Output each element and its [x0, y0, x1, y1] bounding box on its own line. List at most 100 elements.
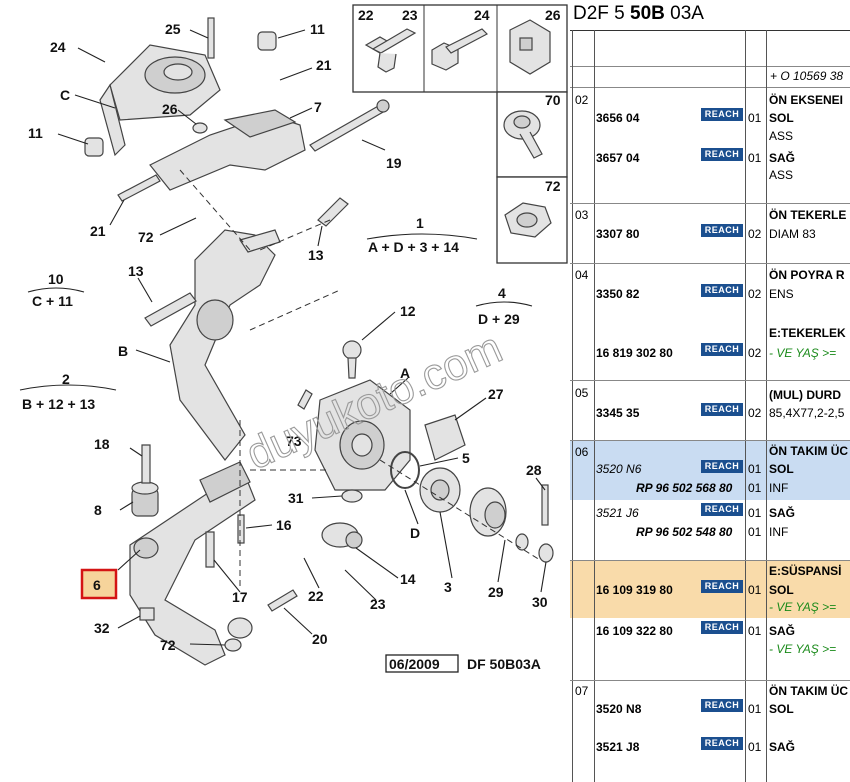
circlip-5 [390, 451, 420, 489]
callout-d: D [410, 525, 420, 541]
callout-27: 27 [488, 386, 504, 402]
row-susp-ref-1[interactable]: 16 109 319 80 [596, 583, 673, 597]
washer-31 [341, 489, 363, 503]
reach-badge[interactable]: REACH [701, 621, 743, 634]
row-06-qty2-2: 01 [748, 525, 762, 539]
link-14 [321, 522, 363, 549]
header-bold: 50B [630, 3, 665, 24]
reach-badge[interactable]: REACH [701, 403, 743, 416]
bearing-3 [419, 467, 461, 513]
row-02-sub-1: ASS [769, 129, 794, 143]
assembly-line-5 [259, 219, 331, 251]
row-sep-6 [570, 680, 850, 681]
row-susp-qty-2: 01 [748, 624, 762, 638]
bolt-13 [144, 292, 197, 327]
bolt-24-drawing [431, 28, 488, 71]
upper-mount-c [99, 44, 221, 157]
callout-26: 26 [162, 101, 178, 117]
row-sep-5 [570, 560, 850, 561]
callout-12: 12 [400, 303, 416, 319]
highlight-callout-6[interactable]: 6 [80, 568, 118, 600]
callout-a: A [400, 365, 410, 381]
row-06-ref2-2[interactable]: RP 96 502 548 80 [636, 525, 733, 539]
clip-26-drawing [509, 19, 551, 75]
bolt-21a [117, 174, 161, 202]
date-box: 06/2009 [389, 656, 440, 672]
callout-29: 29 [488, 584, 504, 600]
row-susp-qty-1: 01 [748, 583, 762, 597]
callout-32: 32 [94, 620, 110, 636]
group-4-number: 4 [498, 285, 506, 301]
row-05-index: 05 [575, 386, 589, 400]
header-divider [570, 30, 850, 31]
row-06-ref-1[interactable]: 3520 N6 [596, 462, 642, 476]
reach-badge[interactable]: REACH [701, 737, 743, 750]
reach-badge[interactable]: REACH [701, 460, 743, 473]
reach-badge[interactable]: REACH [701, 503, 743, 516]
reach-badge[interactable]: REACH [701, 148, 743, 161]
row-06-qty2-1: 01 [748, 481, 762, 495]
row-sep-3 [570, 380, 850, 381]
bush-11 [257, 31, 277, 51]
callout-5: 5 [462, 450, 470, 466]
bolt-28 [541, 484, 549, 526]
highlight-label-6: 6 [93, 577, 101, 593]
row-05-ref[interactable]: 3345 35 [596, 406, 640, 420]
row-04-ref-2[interactable]: 16 819 302 80 [596, 346, 673, 360]
row-02-ref-1[interactable]: 3656 04 [596, 111, 640, 125]
callout-28: 28 [526, 462, 542, 478]
col-line-3 [745, 30, 746, 782]
header-suffix: 03A [664, 3, 704, 24]
inset-label-23: 23 [402, 7, 418, 23]
row-04-title: ÖN POYRA R [769, 268, 845, 282]
callout-11: 11 [310, 21, 325, 37]
callout-72b: 72 [160, 637, 176, 653]
inset-label-22: 22 [358, 7, 374, 23]
row-07-ref-1[interactable]: 3520 N8 [596, 702, 642, 716]
row-sep-1 [570, 203, 850, 204]
reach-badge[interactable]: REACH [701, 343, 743, 356]
callout-11b: 11 [28, 125, 43, 141]
assembly-line-1 [179, 169, 251, 251]
row-02-sub-2: ASS [769, 168, 794, 182]
callout-31: 31 [288, 490, 304, 506]
nut-72b [224, 638, 242, 652]
row-06-desc-2: SAĞ [769, 506, 796, 520]
steering-knuckle-b [169, 229, 281, 461]
row-susp-ref-2[interactable]: 16 109 322 80 [596, 624, 673, 638]
reach-badge[interactable]: REACH [701, 284, 743, 297]
reach-badge[interactable]: REACH [701, 580, 743, 593]
note-divider-top [570, 66, 850, 67]
row-07-desc-1: SOL [769, 702, 794, 716]
row-07-ref-2[interactable]: 3521 J8 [596, 740, 640, 754]
hub-29 [469, 487, 554, 563]
col-line-4 [766, 30, 767, 782]
row-03-title: ÖN TEKERLE [769, 208, 847, 222]
row-06-ref2-1[interactable]: RP 96 502 568 80 [636, 481, 733, 495]
bolt-22-23-drawing [364, 28, 417, 73]
row-susp-desc-2: SAĞ [769, 624, 796, 638]
group-1-number: 1 [416, 215, 424, 231]
panel-header: D2F 5 50B 03A [573, 3, 704, 25]
row-05-title: (MUL) DURD [769, 388, 841, 402]
fastener-inset: 22 23 24 26 70 72 [352, 4, 568, 264]
reach-badge[interactable]: REACH [701, 108, 743, 121]
group-4-members: D + 29 [478, 311, 520, 327]
reach-badge[interactable]: REACH [701, 699, 743, 712]
row-04-ref-1[interactable]: 3350 82 [596, 287, 640, 301]
callout-16: 16 [276, 517, 292, 533]
bolt-20 [267, 589, 298, 612]
reach-badge[interactable]: REACH [701, 224, 743, 237]
callout-17: 17 [232, 589, 248, 605]
callout-7: 7 [314, 99, 322, 115]
leader-lines [57, 29, 547, 646]
row-03-ref[interactable]: 3307 80 [596, 227, 640, 241]
diagram-code-block: 06/2009 DF 50B03A [385, 654, 541, 673]
row-02-ref-2[interactable]: 3657 04 [596, 151, 640, 165]
row-04-desc-2: - VE YAŞ >= [769, 346, 837, 360]
note-divider-bottom [570, 87, 850, 88]
row-06-ref-2[interactable]: 3521 J6 [596, 506, 639, 520]
row-04-index: 04 [575, 268, 589, 282]
row-susp-sub-1: - VE YAŞ >= [769, 600, 837, 614]
bush-11b [84, 137, 104, 157]
